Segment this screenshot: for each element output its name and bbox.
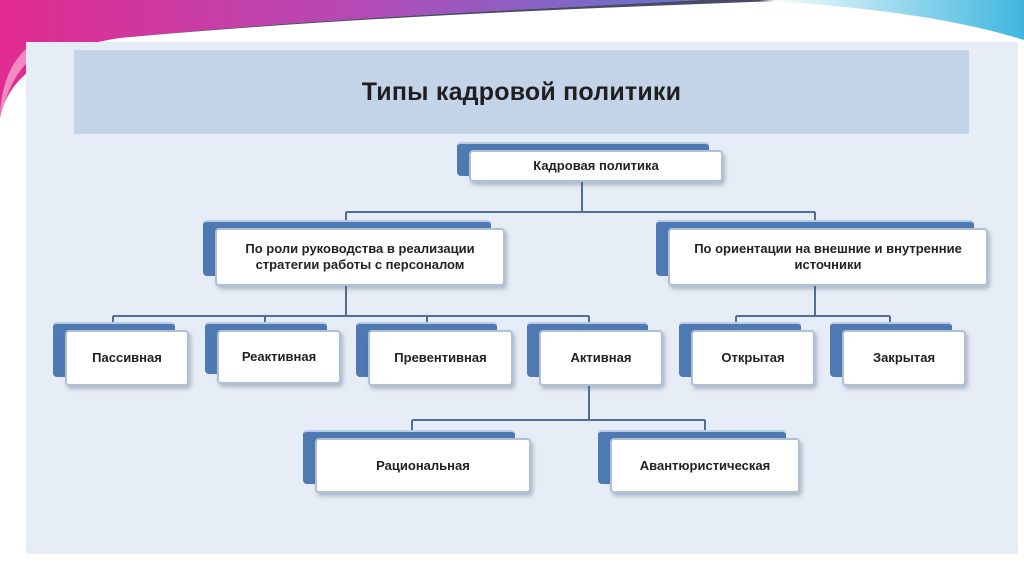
- node-passive: Пассивная: [65, 330, 189, 386]
- node-root: Кадровая политика: [469, 150, 723, 182]
- node-active: Активная: [539, 330, 663, 386]
- node-by-orientation: По ориентации на внешние и внутренние ис…: [668, 228, 988, 286]
- node-adventurous: Авантюристическая: [610, 438, 800, 493]
- node-by-role: По роли руководства в реализации стратег…: [215, 228, 505, 286]
- title-bar: Типы кадровой политики: [74, 50, 969, 134]
- page-title: Типы кадровой политики: [361, 77, 682, 106]
- node-closed: Закрытая: [842, 330, 966, 386]
- node-preventive: Превентивная: [368, 330, 513, 386]
- node-rational: Рациональная: [315, 438, 531, 493]
- node-reactive: Реактивная: [217, 330, 341, 384]
- node-open: Открытая: [691, 330, 815, 386]
